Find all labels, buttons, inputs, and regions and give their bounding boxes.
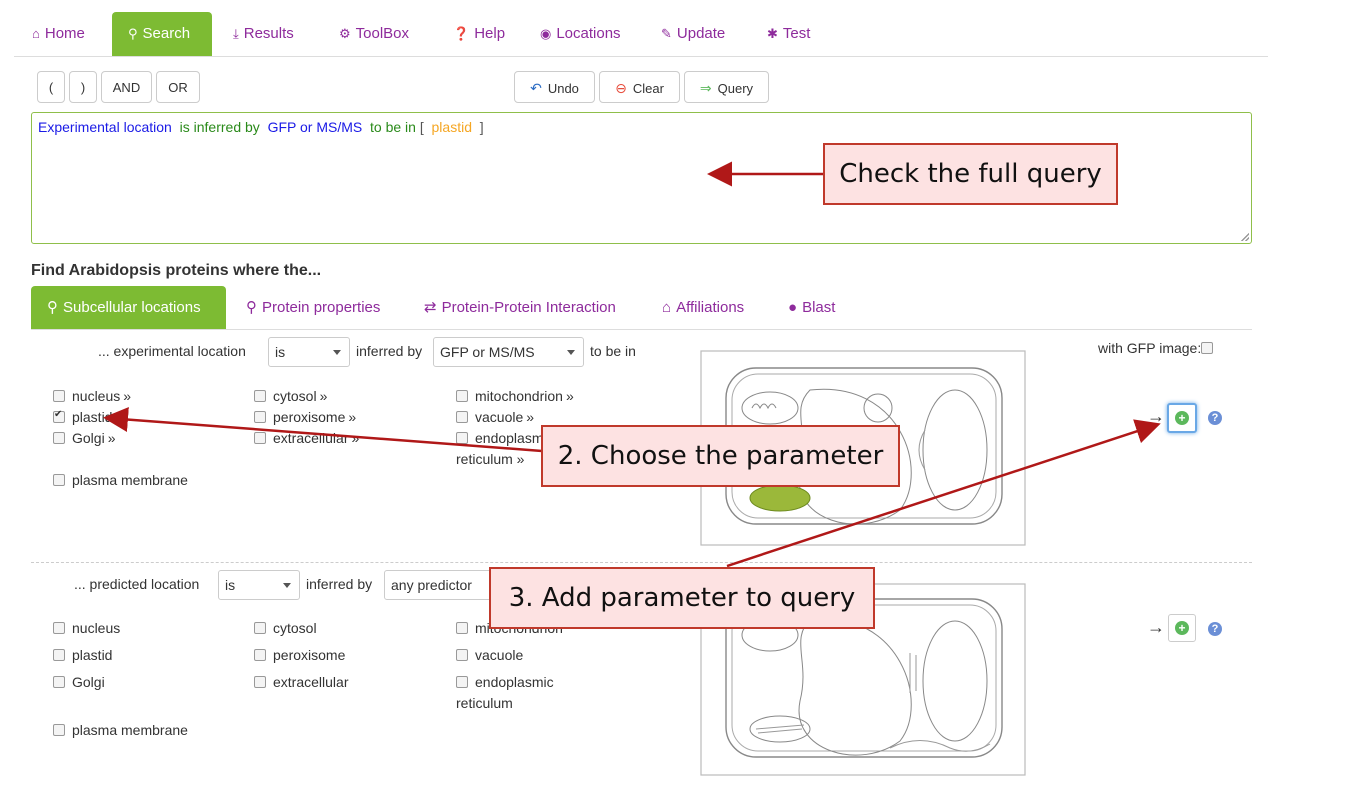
exchange-icon: ⇄: [424, 299, 437, 316]
pred-vacuole-checkbox[interactable]: vacuole: [456, 647, 523, 663]
undo-icon: ↶: [530, 80, 542, 96]
pred-nucleus-checkbox[interactable]: nucleus: [53, 620, 120, 636]
and-button[interactable]: AND: [101, 71, 152, 103]
query-open-bracket: [: [419, 119, 424, 135]
tab-blast[interactable]: ●Blast: [788, 299, 836, 316]
query-value: plastid: [431, 119, 472, 135]
pred-extracellular-checkbox[interactable]: extracellular: [254, 674, 348, 690]
nav-test[interactable]: ✱Test: [767, 25, 811, 42]
exp-cytosol-checkbox[interactable]: cytosol»: [254, 388, 327, 404]
callout-check-query: Check the full query: [823, 143, 1118, 205]
sub-tabs: ⚲Subcellular locations ⚲Protein properti…: [31, 286, 1252, 330]
nav-update[interactable]: ✎Update: [661, 25, 726, 42]
search-icon: ⚲: [128, 26, 138, 41]
query-button[interactable]: ⇒Query: [684, 71, 769, 103]
caret-down-icon: [283, 583, 291, 588]
query-textarea[interactable]: Experimental location is inferred by GFP…: [31, 112, 1252, 244]
gfp-image-checkbox[interactable]: [1201, 342, 1214, 354]
tab-subcellular-locations[interactable]: ⚲Subcellular locations: [31, 286, 226, 329]
plastid-highlight: [749, 484, 811, 512]
experimental-method-select[interactable]: GFP or MS/MS: [433, 337, 584, 367]
pred-golgi-checkbox[interactable]: Golgi: [53, 674, 105, 690]
resize-handle[interactable]: [1241, 233, 1249, 241]
exp-er-label-line2: reticulum »: [456, 451, 525, 467]
predicted-predictor-select[interactable]: any predictor: [384, 570, 494, 600]
or-button[interactable]: OR: [156, 71, 200, 103]
tab-protein-properties[interactable]: ⚲Protein properties: [246, 299, 381, 316]
exp-add-button[interactable]: +: [1167, 403, 1197, 433]
exp-arrow: →: [1147, 406, 1165, 426]
pred-peroxisome-checkbox[interactable]: peroxisome: [254, 647, 345, 663]
exp-golgi-checkbox[interactable]: Golgi»: [53, 430, 115, 446]
pred-plasma-membrane-checkbox[interactable]: plasma membrane: [53, 722, 188, 738]
download-icon: ⤓: [233, 26, 239, 41]
arrow-right-icon: ⇒: [699, 80, 712, 96]
nav-help[interactable]: ❓Help: [453, 25, 506, 42]
exp-vacuole-checkbox[interactable]: vacuole»: [456, 409, 534, 425]
predicted-inferred-by: inferred by: [306, 576, 373, 592]
experimental-is-select[interactable]: is: [268, 337, 350, 367]
experimental-prefix: ... experimental location: [98, 343, 246, 359]
home-icon: ⌂: [662, 299, 672, 316]
question-icon: ❓: [453, 26, 470, 41]
query-tobe: to be in: [370, 119, 416, 135]
exp-er-checkbox[interactable]: endoplasmic: [456, 430, 554, 446]
undo-button[interactable]: ↶Undo: [514, 71, 595, 103]
experimental-tobe: to be in: [590, 343, 636, 359]
nav-results[interactable]: ⤓Results: [233, 25, 294, 42]
query-close-bracket: ]: [479, 119, 484, 135]
nav-search[interactable]: ⚲Search: [112, 12, 212, 56]
pred-add-button[interactable]: +: [1168, 614, 1196, 642]
nav-toolbox[interactable]: ⚙ToolBox: [339, 25, 410, 42]
pred-help-icon[interactable]: ?: [1208, 622, 1222, 636]
clear-button[interactable]: ⊖Clear: [599, 71, 680, 103]
close-paren-button[interactable]: ): [69, 71, 97, 103]
section-divider: [31, 562, 1252, 563]
plus-icon: +: [1175, 411, 1189, 425]
predicted-is-select[interactable]: is: [218, 570, 300, 600]
tab-protein-protein-interaction[interactable]: ⇄Protein-Protein Interaction: [424, 299, 616, 316]
query-verb: is inferred by: [179, 119, 260, 135]
plus-icon: +: [1175, 621, 1189, 635]
pred-cytosol-checkbox[interactable]: cytosol: [254, 620, 317, 636]
pred-er-checkbox[interactable]: endoplasmic: [456, 674, 554, 690]
pencil-icon: ✎: [661, 26, 672, 41]
exp-peroxisome-checkbox[interactable]: peroxisome»: [254, 409, 356, 425]
callout-choose-parameter: 2. Choose the parameter: [541, 425, 900, 487]
pred-er-label-line2: reticulum: [456, 695, 513, 711]
callout-add-parameter: 3. Add parameter to query: [489, 567, 875, 629]
experimental-inferred-by: inferred by: [356, 343, 423, 359]
exp-plasma-membrane-checkbox[interactable]: plasma membrane: [53, 472, 188, 488]
query-method: GFP or MS/MS: [267, 119, 363, 135]
tab-affiliations[interactable]: ⌂Affiliations: [662, 299, 745, 316]
bomb-icon: ●: [788, 299, 798, 316]
search-icon: ⚲: [246, 299, 257, 316]
gears-icon: ⚙: [339, 26, 351, 41]
exp-extracellular-checkbox[interactable]: extracellular»: [254, 430, 359, 446]
top-nav: ⌂Home ⚲Search ⤓Results ⚙ToolBox ❓Help ◉L…: [14, 12, 1268, 57]
exp-nucleus-checkbox[interactable]: nucleus»: [53, 388, 131, 404]
home-icon: ⌂: [32, 26, 40, 41]
exp-help-icon[interactable]: ?: [1208, 411, 1222, 425]
caret-down-icon: [333, 350, 341, 355]
query-field: Experimental location: [38, 119, 172, 135]
pred-plastid-checkbox[interactable]: plastid: [53, 647, 112, 663]
globe-icon: ◉: [540, 26, 552, 41]
caret-down-icon: [567, 350, 575, 355]
pred-arrow: →: [1147, 617, 1165, 637]
nav-locations[interactable]: ◉Locations: [540, 25, 621, 42]
gfp-image-label: with GFP image:: [1098, 340, 1214, 356]
bug-icon: ✱: [767, 26, 778, 41]
nav-home[interactable]: ⌂Home: [32, 25, 85, 42]
exp-mitochondrion-checkbox[interactable]: mitochondrion»: [456, 388, 574, 404]
exp-plastid-checkbox[interactable]: plastid»: [53, 409, 123, 425]
section-title: Find Arabidopsis proteins where the...: [31, 262, 322, 279]
predicted-prefix: ... predicted location: [74, 576, 200, 592]
search-icon: ⚲: [47, 299, 58, 316]
minus-circle-icon: ⊖: [615, 80, 627, 96]
open-paren-button[interactable]: (: [37, 71, 65, 103]
